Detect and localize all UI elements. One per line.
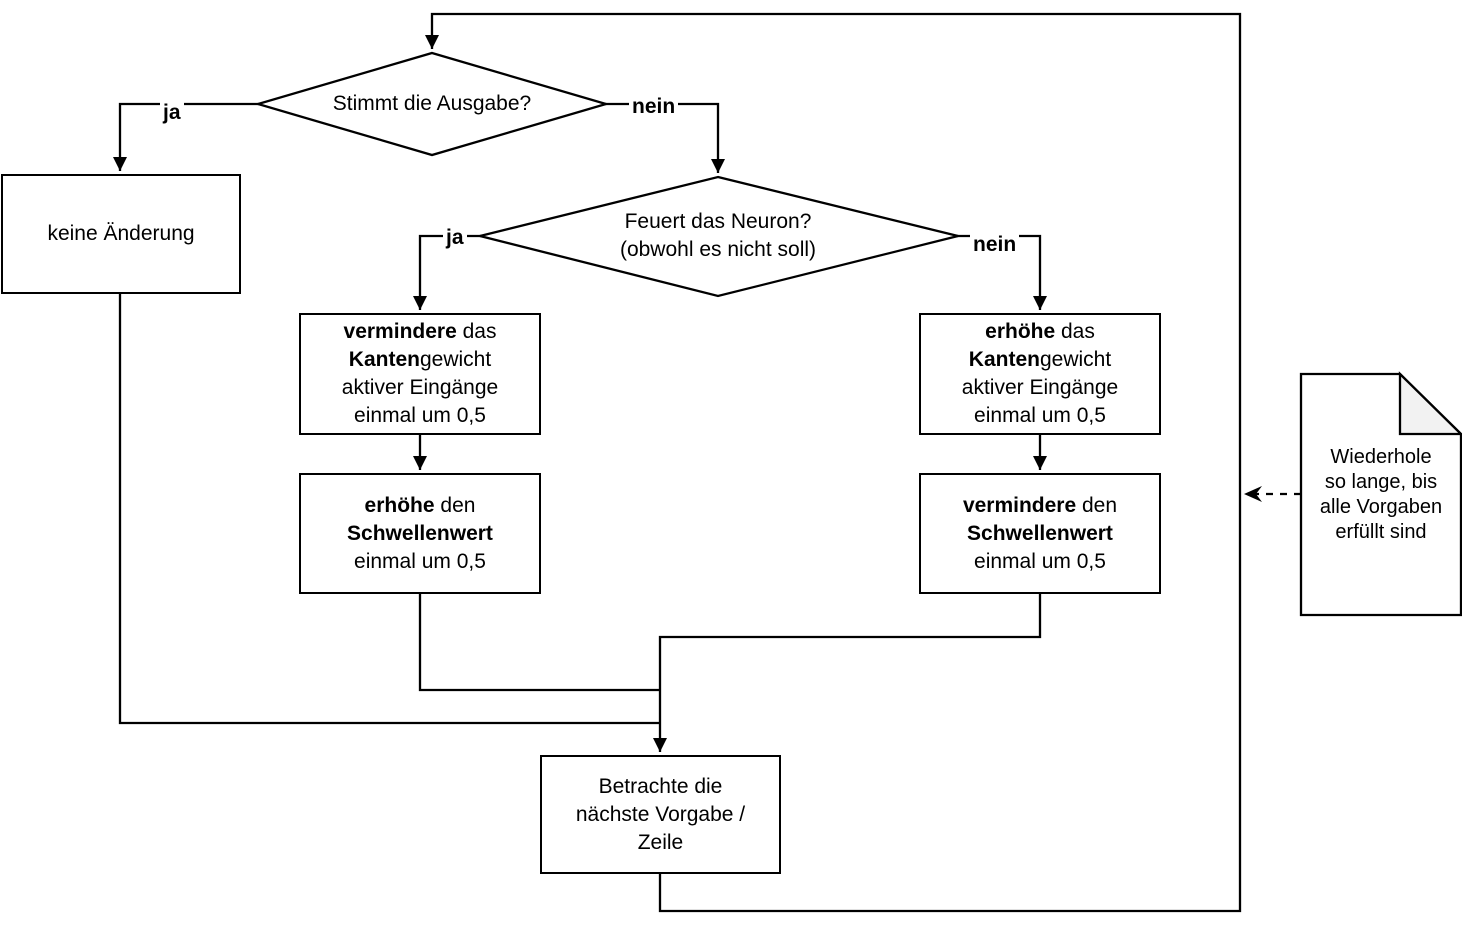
plain-word: gewicht — [419, 348, 492, 371]
emphasized-word: erhöhe — [985, 320, 1056, 343]
branch-label-ja-neuron: ja — [443, 227, 467, 248]
decision-diamond-output — [253, 51, 611, 157]
note-fold-corner-icon — [1398, 371, 1462, 436]
emphasized-word: Schwellenwert — [967, 521, 1113, 545]
plain-word: den — [1076, 493, 1118, 517]
process-box-next-row-text: Betrachte die nächste Vorgabe / Zeile — [575, 774, 746, 854]
branch-label-nein-neuron: nein — [970, 234, 1020, 255]
connector-no-change-merge — [118, 293, 660, 725]
decision-diamond-neuron — [479, 175, 959, 298]
process-box-no-change-text: keine Änderung — [47, 222, 195, 245]
plain-line: aktiver Eingänge — [341, 376, 499, 399]
plain-line: aktiver Eingänge — [961, 376, 1119, 399]
decision-output-label: Stimmt die Ausgabe? — [332, 92, 532, 115]
plain-word: den — [434, 493, 476, 517]
process-box-next-row: Betrachte die nächste Vorgabe / Zeile — [540, 755, 781, 874]
connector-loop-return — [425, 12, 1242, 913]
process-box-increase-weight-text: erhöhe das Kantengewicht aktiver Eingäng… — [962, 318, 1118, 430]
process-box-no-change: keine Änderung — [1, 174, 241, 294]
emphasized-word: Kanten — [968, 348, 1040, 371]
emphasized-word: Schwellenwert — [347, 521, 493, 545]
emphasized-word: Kanten — [348, 348, 420, 371]
plain-word: das — [1055, 320, 1095, 343]
process-box-increase-threshold: erhöhe den Schwellenwert einmal um 0,5 — [299, 473, 541, 594]
plain-word: das — [456, 320, 497, 343]
dashed-note-arrowhead-icon — [1244, 486, 1262, 502]
plain-line: einmal um 0,5 — [354, 549, 486, 573]
plain-line: einmal um 0,5 — [354, 404, 486, 427]
connector-decrease-threshold-merge — [653, 593, 1042, 752]
emphasized-word: vermindere — [343, 320, 457, 343]
plain-line: einmal um 0,5 — [974, 404, 1106, 427]
note-repeat-text: Wiederhole so lange, bis alle Vorgaben e… — [1319, 445, 1443, 543]
connector-increase-threshold-merge — [418, 593, 660, 692]
process-box-decrease-weight: vermindere das Kantengewicht aktiver Ein… — [299, 313, 541, 435]
process-box-increase-weight: erhöhe das Kantengewicht aktiver Eingäng… — [919, 313, 1161, 435]
branch-label-nein-output: nein — [629, 96, 679, 117]
plain-line: einmal um 0,5 — [974, 549, 1106, 573]
emphasized-word: erhöhe — [364, 493, 435, 517]
plain-word: gewicht — [1039, 348, 1112, 371]
process-box-decrease-threshold-text: vermindere den Schwellenwert einmal um 0… — [963, 492, 1117, 576]
process-box-increase-threshold-text: erhöhe den Schwellenwert einmal um 0,5 — [347, 492, 493, 576]
branch-label-ja-output: ja — [160, 102, 184, 123]
process-box-decrease-weight-text: vermindere das Kantengewicht aktiver Ein… — [342, 318, 498, 430]
emphasized-word: vermindere — [962, 493, 1077, 517]
decision-neuron-label: Feuert das Neuron? (obwohl es nicht soll… — [619, 210, 817, 261]
connector-yes-to-no-change — [113, 102, 261, 171]
process-box-decrease-threshold: vermindere den Schwellenwert einmal um 0… — [919, 473, 1161, 594]
